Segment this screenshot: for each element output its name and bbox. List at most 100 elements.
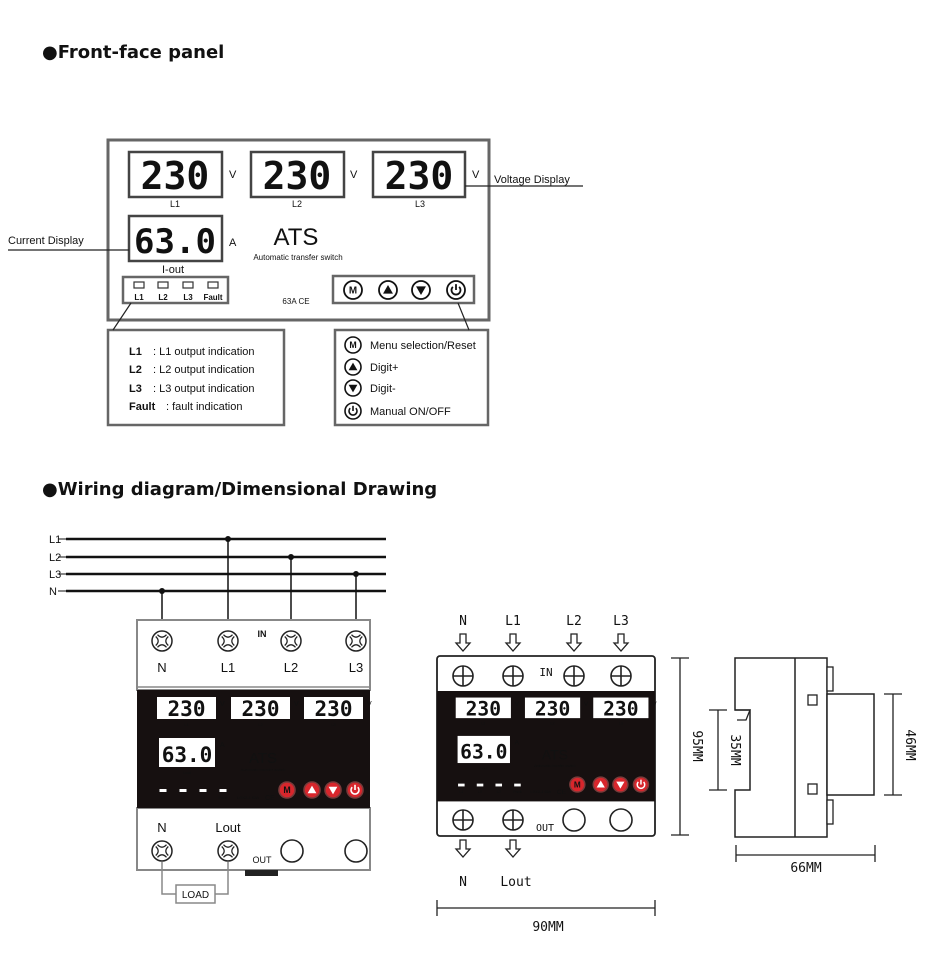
voltage-value-l1: 230: [141, 154, 210, 198]
led-label: Fault: [203, 293, 222, 302]
terminal-ring: [280, 630, 302, 652]
voltage-display-l3: [371, 150, 467, 199]
mini-led-label: Fault: [219, 795, 229, 800]
legend-desc: : L3 output indication: [153, 383, 255, 395]
down-arrow-icon: [454, 633, 472, 652]
front-panel-frame: [106, 138, 491, 322]
height-dimension: 95MM: [689, 730, 704, 761]
m-button-icon: M: [569, 776, 586, 793]
voltage-unit-l1: V: [229, 169, 237, 181]
mini-led-label: L2: [478, 790, 482, 794]
down-triangle-icon: [344, 379, 362, 397]
screw-terminal-icon: [151, 630, 173, 652]
up-triangle-icon: [378, 280, 398, 300]
led-label: L2: [158, 293, 168, 302]
terminal-cross: [453, 810, 473, 830]
power-icon: [344, 402, 362, 420]
front-in-label: IN: [539, 666, 552, 679]
terminal-screw: [284, 634, 298, 648]
input-label: L2: [566, 614, 582, 629]
mini-led: [179, 789, 187, 792]
legend-desc: : fault indication: [166, 401, 242, 413]
led-legend-box: [106, 328, 286, 427]
current-display-callout: Current Display: [8, 235, 84, 247]
mini-voltage-value: 230: [603, 697, 638, 720]
mini-led-label: Fault: [513, 790, 522, 794]
terminal-ring: [217, 630, 239, 652]
out-label: OUT: [253, 855, 273, 865]
voltage-value-l2: 230: [263, 154, 332, 198]
up-triangle-icon: [303, 781, 321, 799]
m-glyph: M: [349, 340, 356, 350]
terminal-ring: [345, 630, 367, 652]
front-protrusion: [826, 693, 875, 796]
front-height-dimension: 46MM: [902, 729, 917, 760]
up-triangle: [596, 780, 605, 788]
terminal-ring: [151, 630, 173, 652]
down-arrow-icon: [612, 633, 630, 652]
ats-subtitle: Automatic transfer switch: [253, 253, 342, 262]
terminal-screw: [155, 634, 169, 648]
led-l2: [157, 281, 169, 289]
up-triangle: [307, 785, 317, 794]
mini-led-label: L1: [161, 795, 166, 800]
button-legend-desc: Digit-: [370, 383, 396, 395]
m-button-icon: M: [344, 336, 362, 354]
terminal-screw-side: [826, 799, 834, 825]
circled-plus-terminal-icon: [502, 665, 524, 687]
legend-desc: : L1 output indication: [153, 346, 255, 358]
terminal-cross: [453, 666, 473, 686]
down-arrow-icon: [565, 633, 583, 652]
voltage-label-l3: L3: [415, 199, 425, 209]
circled-plus-terminal-icon: [452, 665, 474, 687]
power-arc: [636, 781, 646, 790]
mini-current-label: I-out: [480, 767, 488, 771]
power-icon-ring: [632, 776, 650, 793]
mini-voltage-unit: V: [515, 701, 520, 708]
front-out-label: OUT: [536, 823, 554, 834]
terminal-cross: [564, 666, 584, 686]
bus-label: L1: [49, 534, 61, 546]
led-callout-line: [112, 302, 132, 331]
button-callout-line: [457, 302, 470, 331]
terminal-screw: [221, 844, 235, 858]
din-latch: [735, 709, 751, 721]
mini-led: [458, 783, 465, 787]
m-button-icon-ring: [569, 776, 586, 793]
legend-key: L1: [129, 346, 142, 358]
depth-dimension-line: [735, 845, 876, 862]
down-triangle-icon: [411, 280, 431, 300]
in-label: IN: [258, 629, 267, 639]
mini-led-label: L3: [201, 795, 206, 800]
voltage-display-l1: [127, 150, 224, 199]
m-glyph: M: [349, 285, 357, 296]
terminal-ring: [217, 840, 239, 862]
mini-led: [219, 789, 227, 792]
mini-phase-label: L2: [258, 722, 263, 727]
down-triangle: [348, 384, 358, 393]
mini-led-label: L1: [459, 790, 463, 794]
output-terminal-label: N: [157, 820, 166, 835]
led-label: L1: [134, 293, 144, 302]
height-dimension-line: [671, 657, 689, 836]
blank-terminal: [609, 808, 633, 832]
device-top-housing: [136, 619, 371, 691]
down-triangle-icon: [324, 781, 342, 799]
width-dimension: 90MM: [532, 920, 563, 935]
front-panel-heading: ●Front-face panel: [42, 42, 224, 63]
down-triangle: [328, 786, 338, 795]
voltage-value-l3: 230: [385, 154, 454, 198]
blank-terminal: [344, 839, 368, 863]
circled-plus-terminal-icon: [563, 665, 585, 687]
mini-ats-title: ATS: [542, 746, 568, 762]
input-terminal-label: L2: [284, 660, 298, 675]
mini-ce-mark: CE: [265, 795, 275, 802]
voltage-label-l1: L1: [170, 199, 180, 209]
mini-voltage-value: 230: [466, 697, 501, 720]
terminal-cross: [503, 666, 523, 686]
up-triangle: [348, 362, 358, 371]
